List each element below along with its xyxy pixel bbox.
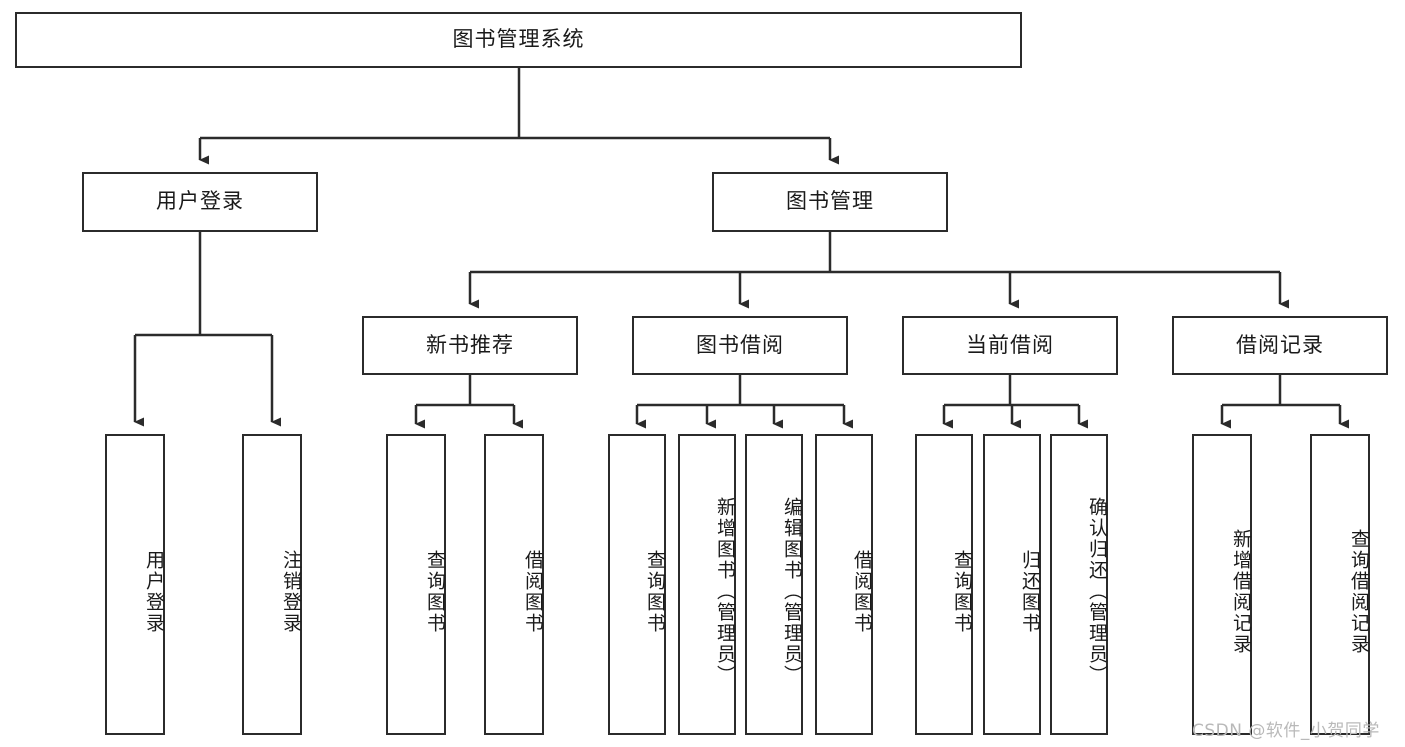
node-leaf-12[interactable]: 查询借阅记录 — [1310, 434, 1370, 735]
node-level2-1[interactable]: 图书管理 — [712, 172, 948, 232]
csdn-watermark: CSDN @软件_小贺同学 — [1192, 721, 1380, 741]
node-level3-1[interactable]: 图书借阅 — [632, 316, 848, 375]
node-label: 新增图书（管理员） — [714, 497, 736, 686]
node-leaf-11[interactable]: 新增借阅记录 — [1192, 434, 1252, 735]
node-leaf-1[interactable]: 注销登录 — [242, 434, 302, 735]
node-leaf-9[interactable]: 归还图书 — [983, 434, 1041, 735]
node-leaf-8[interactable]: 查询图书 — [915, 434, 973, 735]
node-label: 当前借阅 — [966, 332, 1054, 357]
node-label: 编辑图书（管理员） — [781, 497, 803, 686]
node-label: 图书借阅 — [696, 332, 784, 357]
node-leaf-4[interactable]: 查询图书 — [608, 434, 666, 735]
node-label: 借阅图书 — [522, 549, 544, 634]
node-label: 用户登录 — [156, 189, 244, 214]
node-label: 查询图书 — [424, 549, 446, 634]
node-level2-0[interactable]: 用户登录 — [82, 172, 318, 232]
node-label: 注销登录 — [280, 549, 302, 634]
node-root-system[interactable]: 图书管理系统 — [15, 12, 1022, 68]
node-label: 归还图书 — [1019, 549, 1041, 634]
node-leaf-3[interactable]: 借阅图书 — [484, 434, 544, 735]
node-label: 查询图书 — [951, 549, 973, 634]
node-label: 新书推荐 — [426, 332, 514, 357]
node-leaf-10[interactable]: 确认归还（管理员） — [1050, 434, 1108, 735]
node-leaf-5[interactable]: 新增图书（管理员） — [678, 434, 736, 735]
node-label: 图书管理 — [786, 189, 874, 214]
node-label: 借阅记录 — [1236, 332, 1324, 357]
node-level3-2[interactable]: 当前借阅 — [902, 316, 1118, 375]
node-label: 借阅图书 — [851, 549, 873, 634]
node-label: 用户登录 — [143, 549, 165, 634]
node-level3-0[interactable]: 新书推荐 — [362, 316, 578, 375]
node-label: 查询借阅记录 — [1348, 528, 1370, 655]
node-leaf-6[interactable]: 编辑图书（管理员） — [745, 434, 803, 735]
node-label: 确认归还（管理员） — [1086, 497, 1108, 686]
node-label: 新增借阅记录 — [1230, 528, 1252, 655]
node-leaf-2[interactable]: 查询图书 — [386, 434, 446, 735]
node-level3-3[interactable]: 借阅记录 — [1172, 316, 1388, 375]
node-label: 图书管理系统 — [452, 27, 585, 52]
node-leaf-0[interactable]: 用户登录 — [105, 434, 165, 735]
node-label: 查询图书 — [644, 549, 666, 634]
node-leaf-7[interactable]: 借阅图书 — [815, 434, 873, 735]
